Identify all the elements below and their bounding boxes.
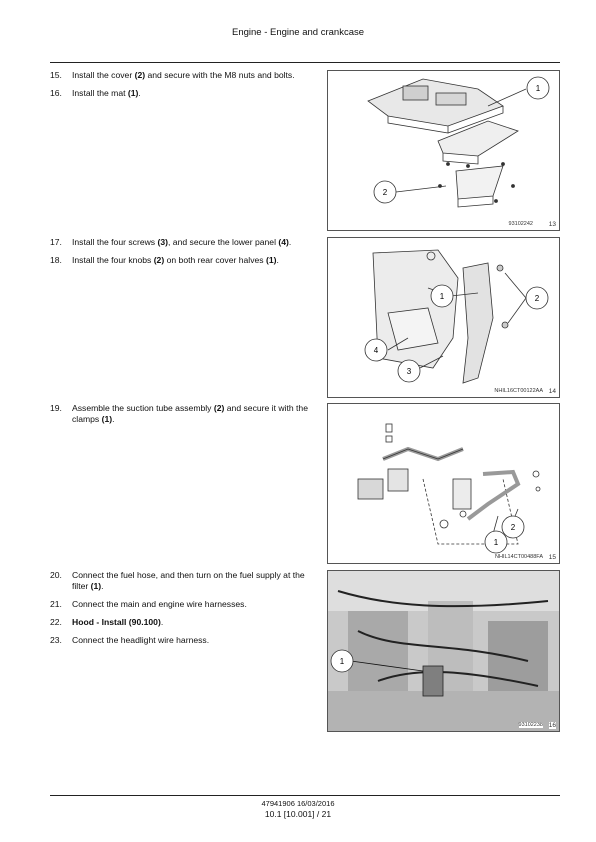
instruction-step: 20. Connect the fuel hose, and then turn … [50,570,315,592]
step-text: Connect the main and engine wire harness… [72,599,315,610]
step-text-part: . [138,88,141,98]
figure-15: 1 2 NHIL14CT00488FA 15 [327,403,560,564]
figure-number: 13 [548,221,556,228]
step-reference: (2) [213,403,225,413]
step-reference: Hood - Install (90.100) [72,617,161,627]
step-text-part: Install the cover [72,70,135,80]
callout: 1 [484,530,508,554]
callout-label: 4 [374,346,379,355]
callout-label: 2 [383,188,388,197]
step-number: 19. [50,403,62,413]
callout-label: 1 [340,657,345,666]
step-list: 19. Assemble the suction tube assembly (2… [50,403,315,432]
callout: 2 [525,286,549,310]
figure-code: NHIL14CT00488FA [495,554,543,560]
instruction-step: 17. Install the four screws (3), and secu… [50,237,315,248]
callout: 1 [526,76,550,100]
instruction-step: 21. Connect the main and engine wire harn… [50,599,315,610]
footer-page-ref: 10.1 [10.001] / 21 [264,809,332,819]
cover-and-mat-illustration: 1 2 [367,76,550,208]
footer-doc-ref: 47941906 16/03/2016 [261,799,335,808]
callout: 1 [430,284,454,308]
step-text-part: . [160,617,164,627]
step-text-part: and secure with the M8 nuts and bolts. [145,70,295,80]
figure-code: 93102238 [518,722,543,728]
rear-cover-illustration: 1 2 3 4 [364,249,549,384]
step-text-part: Connect the main and engine wire harness… [72,599,247,609]
callout: 2 [501,515,525,539]
callout: 3 [397,359,421,383]
step-text-part: Connect the fuel hose, and then turn on … [72,570,305,591]
step-text: Hood - Install (90.100). [72,617,315,628]
instruction-step: 22. Hood - Install (90.100). [50,617,315,628]
step-number: 15. [50,70,62,80]
step-reference: (2) [153,255,165,265]
step-text: Connect the headlight wire harness. [72,635,315,646]
step-list: 15. Install the cover (2) and secure with… [50,70,315,106]
suction-tube-illustration: 1 2 [357,423,541,554]
instruction-step: 23. Connect the headlight wire harness. [50,635,315,646]
instruction-step: 16. Install the mat (1). [50,88,315,99]
figure-number: 14 [548,388,556,395]
step-text-part: Connect the headlight wire harness. [72,635,210,645]
step-text: Install the mat (1). [72,88,315,99]
instruction-step: 18. Install the four knobs (2) on both re… [50,255,315,266]
engine-bay-photo: 1 [328,571,559,731]
step-text: Assemble the suction tube assembly (2) a… [72,403,315,425]
step-text-part: . [276,255,279,265]
callout-label: 1 [440,292,445,301]
instruction-step: 19. Assemble the suction tube assembly (2… [50,403,315,425]
step-reference: (1) [265,255,277,265]
step-text: Install the four knobs (2) on both rear … [72,255,315,266]
callout-label: 1 [494,538,499,547]
step-number: 21. [50,599,62,609]
step-number: 18. [50,255,62,265]
step-text-part: Install the four screws [72,237,158,247]
step-reference: (1) [101,414,113,424]
callout: 2 [373,180,397,204]
callout-label: 1 [536,84,541,93]
step-text: Install the cover (2) and secure with th… [72,70,315,81]
step-number: 17. [50,237,62,247]
step-list: 17. Install the four screws (3), and secu… [50,237,315,273]
step-text-part: Install the four knobs [72,255,154,265]
page-title: Engine - Engine and crankcase [231,27,365,38]
step-reference: (4) [278,237,289,247]
figure-number: 16 [548,722,556,729]
figure-16: 1 93102238 16 [327,570,560,732]
step-list: 20. Connect the fuel hose, and then turn … [50,570,315,653]
step-text-part: on both rear cover halves [164,255,266,265]
instruction-step: 15. Install the cover (2) and secure with… [50,70,315,81]
figure-code: NHIL16CT00122AA [494,388,543,394]
callout-label: 2 [535,294,540,303]
step-number: 20. [50,570,62,580]
callout: 4 [364,338,388,362]
step-number: 22. [50,617,62,627]
step-text-part: Install the mat [72,88,128,98]
footer-rule [50,795,560,796]
step-text-part: . [288,237,292,247]
step-reference: (2) [134,70,146,80]
figure-14: 1 2 3 4 NHIL16CT00122AA 14 [327,237,560,398]
step-text-part: and secure it with the clamps [72,403,308,424]
step-text-part: , and secure the lower panel [168,237,279,247]
step-text-part: Assemble the suction tube assembly [72,403,214,413]
callout: 1 [330,649,354,673]
step-reference: (1) [90,581,102,591]
step-text-part: . [101,581,104,591]
step-text: Install the four screws (3), and secure … [72,237,315,248]
step-text: Connect the fuel hose, and then turn on … [72,570,315,592]
header-rule [50,62,560,63]
step-text-part: . [112,414,115,424]
step-number: 16. [50,88,62,98]
step-reference: (3) [157,237,169,247]
callout-label: 2 [511,523,516,532]
callout-label: 3 [407,367,412,376]
figure-13: 1 2 93102242 13 [327,70,560,231]
step-number: 23. [50,635,62,645]
figure-code: 93102242 [508,221,533,227]
figure-number: 15 [548,554,556,561]
step-reference: (1) [127,88,139,98]
